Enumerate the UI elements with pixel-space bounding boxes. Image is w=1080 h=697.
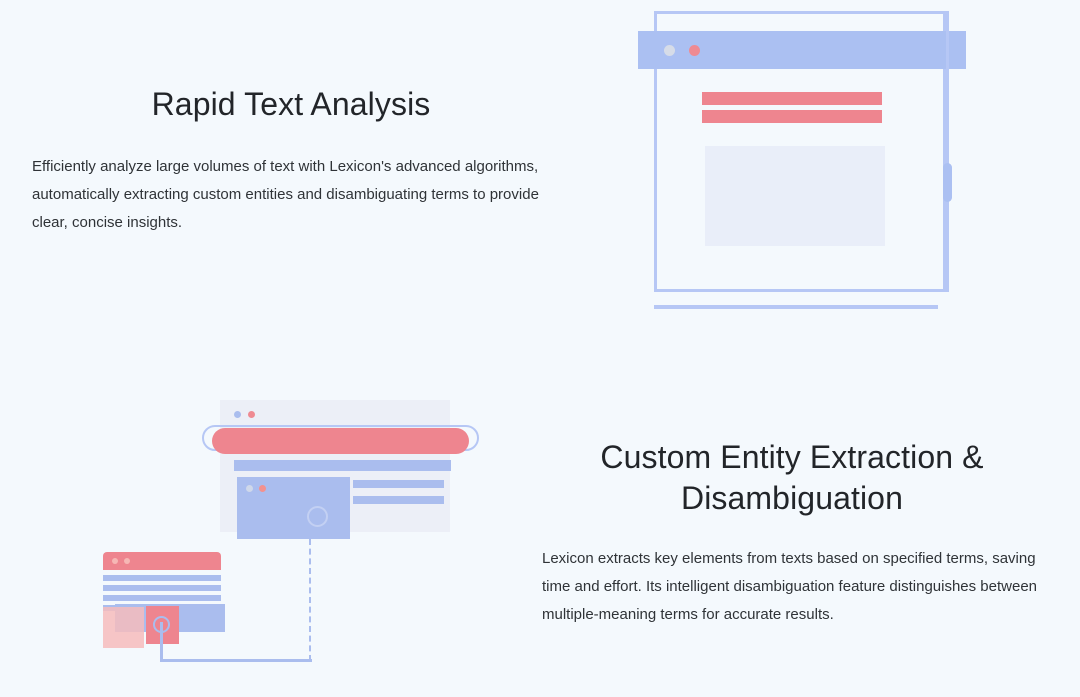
content-panel: [705, 146, 885, 246]
connector-stem: [160, 622, 163, 662]
window-frame-outline: [654, 11, 946, 292]
header-dot-icon: [124, 558, 130, 564]
window-dot-blue-icon: [234, 411, 241, 418]
result-bar-wide: [234, 460, 451, 471]
result-bar-small: [353, 496, 444, 504]
text-stripe: [103, 585, 221, 591]
browser-window-illustration: [630, 0, 975, 320]
stacked-square-pink: [103, 607, 144, 648]
text-stripe: [103, 595, 221, 601]
scrollbar-thumb[interactable]: [943, 163, 952, 202]
entity-window-header: [103, 552, 221, 570]
window-dot-red-icon: [689, 45, 700, 56]
window-dot-grey-icon: [664, 45, 675, 56]
window-title-bar: [638, 31, 966, 69]
section-rapid-text-analysis: Rapid Text Analysis Efficiently analyze …: [32, 84, 550, 237]
description-custom-entity-extraction: Lexicon extracts key elements from texts…: [542, 549, 1038, 623]
window-dot-red-icon: [248, 411, 255, 418]
text-line-bar: [702, 110, 882, 123]
text-line-bar: [702, 92, 882, 105]
play-circle-icon: [307, 506, 328, 527]
text-stripe: [103, 575, 221, 581]
card-dot-grey-icon: [246, 485, 253, 492]
card-dot-red-icon: [259, 485, 266, 492]
dashed-connector: [309, 539, 311, 661]
description-rapid-text-analysis: Efficiently analyze large volumes of tex…: [32, 157, 539, 231]
window-baseline-divider: [654, 305, 938, 309]
page-title-rapid-text-analysis: Rapid Text Analysis: [151, 86, 431, 122]
scrollbar-track[interactable]: [946, 11, 949, 292]
header-dot-icon: [112, 558, 118, 564]
page-title-custom-entity-extraction: Custom Entity Extraction & Disambiguatio…: [600, 439, 984, 516]
connector-elbow: [160, 659, 312, 662]
search-field-fill[interactable]: [212, 428, 469, 454]
result-bar-small: [353, 480, 444, 488]
search-entity-illustration: [90, 390, 490, 680]
media-card[interactable]: [237, 477, 350, 539]
section-custom-entity-extraction: Custom Entity Extraction & Disambiguatio…: [542, 437, 1042, 629]
